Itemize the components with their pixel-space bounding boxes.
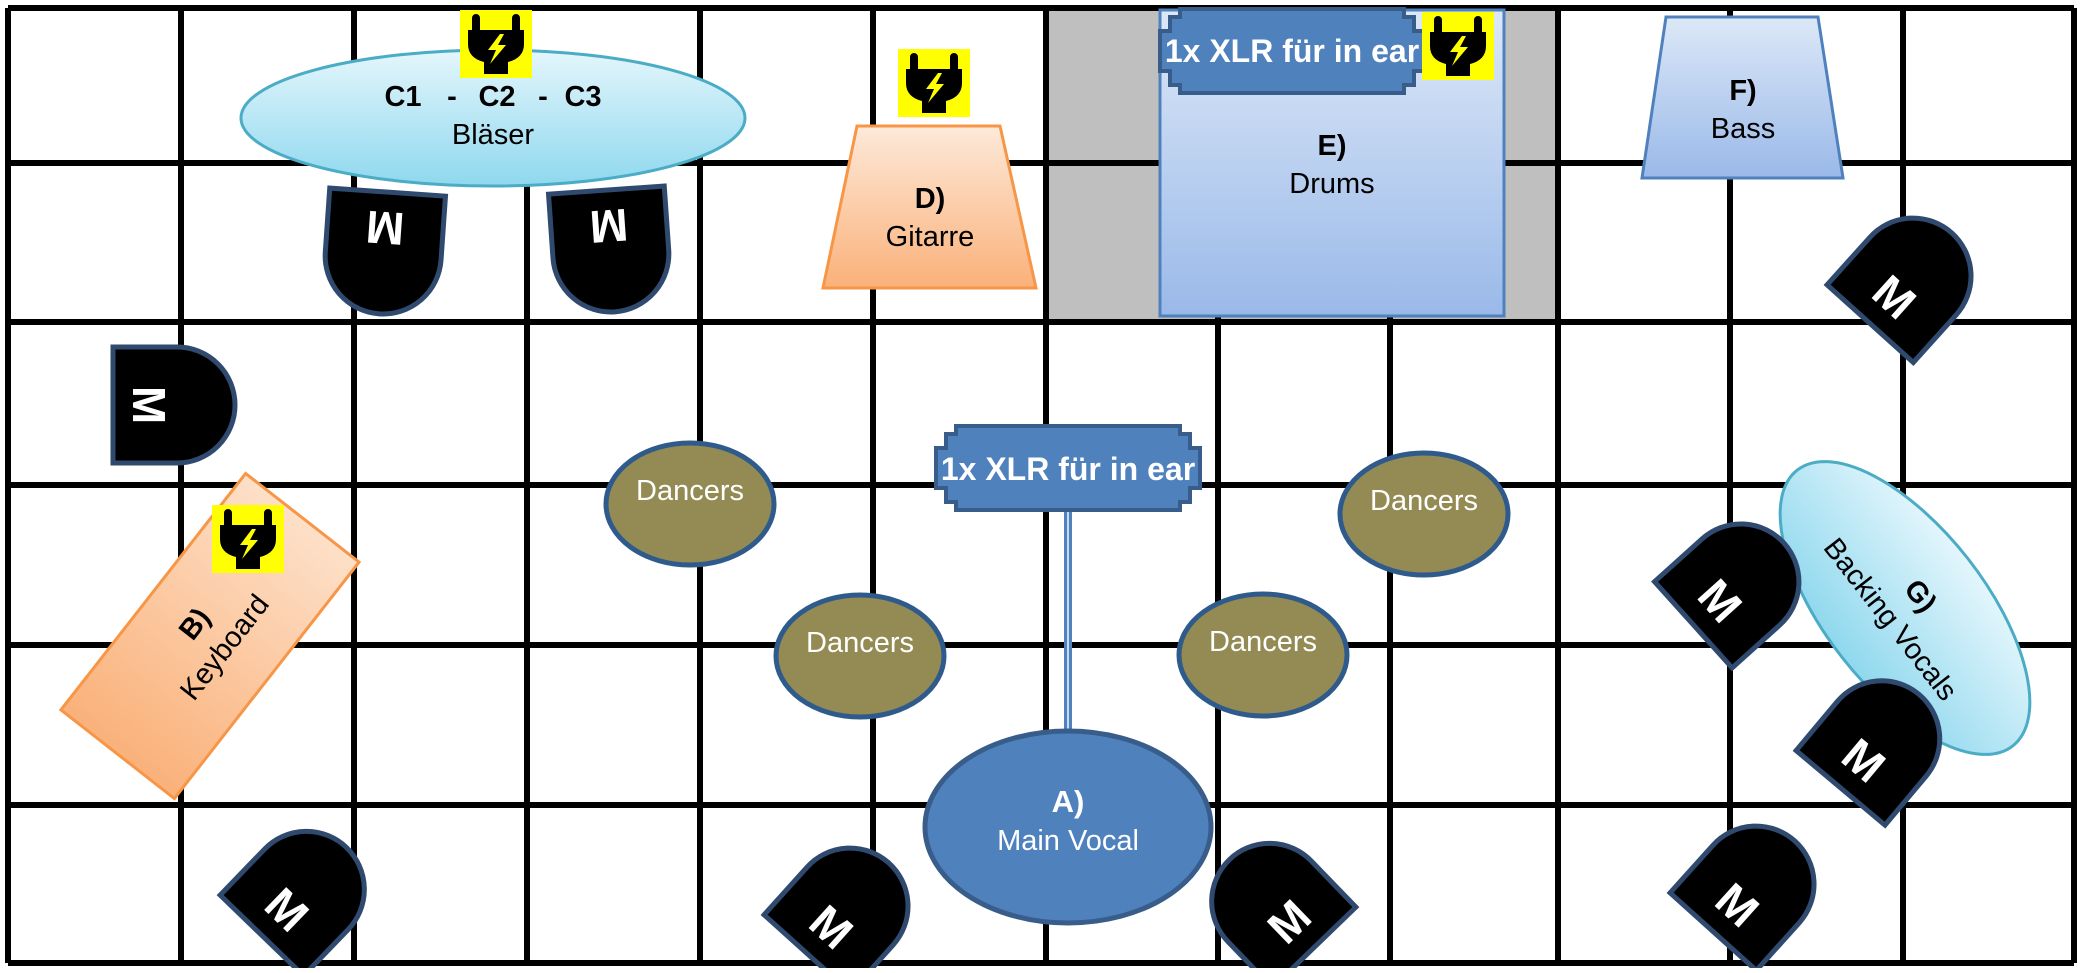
power-plug-icon — [212, 505, 284, 573]
xlr-center-label: 1x XLR für in ear — [941, 451, 1195, 487]
dancers-position[interactable]: Dancers — [1337, 450, 1511, 578]
dancers-position[interactable]: Dancers — [773, 592, 947, 720]
dancers-label: Dancers — [806, 627, 914, 659]
main-vocal[interactable]: A) Main Vocal — [922, 728, 1214, 926]
keyboard[interactable]: B) Keyboard — [58, 471, 362, 801]
brass-c2-label: C2 — [478, 81, 515, 113]
bass-name: Bass — [1711, 113, 1775, 145]
power-plug-icon — [1422, 12, 1494, 80]
bass-amp[interactable]: F) Bass — [1640, 15, 1845, 180]
main-vocal-id: A) — [1052, 784, 1085, 819]
main-vocal-name: Main Vocal — [997, 825, 1139, 857]
wedge-monitor-icon[interactable]: M — [220, 807, 388, 968]
brass-name: Bläser — [452, 119, 535, 151]
dancers-label: Dancers — [1370, 485, 1478, 517]
bass-id: F) — [1729, 75, 1756, 107]
dancers-position[interactable]: Dancers — [603, 440, 777, 568]
drums-name: Drums — [1289, 168, 1374, 200]
brass-c1-label: C1 — [384, 81, 421, 113]
wedge-monitor-icon[interactable]: M — [549, 186, 673, 316]
guitar-amp[interactable]: D) Gitarre — [821, 124, 1038, 290]
monitor-label: M — [123, 386, 175, 424]
drums-id: E) — [1318, 130, 1347, 162]
wedge-monitor-icon[interactable]: M — [321, 188, 445, 318]
wedge-monitor-icon[interactable]: M — [1827, 194, 1995, 362]
wedge-monitor-icon[interactable]: M — [1655, 500, 1823, 668]
xlr-drums-label: 1x XLR für in ear — [1165, 33, 1419, 69]
brass-section[interactable]: C1 - C2 - C3 Bläser — [239, 48, 747, 188]
xlr-in-ear-center[interactable]: 1x XLR für in ear — [934, 424, 1202, 512]
brass-c3-label: C3 — [564, 81, 601, 113]
guitar-id: D) — [915, 183, 946, 215]
xlr-in-ear-drums[interactable]: 1x XLR für in ear — [1158, 7, 1426, 95]
brass-sep-1: - — [447, 81, 457, 113]
guitar-name: Gitarre — [886, 221, 975, 253]
wedge-monitor-icon[interactable]: M — [113, 347, 235, 463]
dancers-position[interactable]: Dancers — [1176, 591, 1350, 719]
monitor-label: M — [588, 199, 630, 254]
dancers-label: Dancers — [636, 475, 744, 507]
wedge-monitor-icon[interactable]: M — [764, 824, 932, 968]
monitor-label: M — [364, 201, 406, 256]
brass-sep-2: - — [538, 81, 548, 113]
wedge-monitor-icon[interactable]: M — [1796, 657, 1963, 825]
power-plug-icon — [898, 49, 970, 117]
dancers-label: Dancers — [1209, 626, 1317, 658]
wedge-monitor-icon[interactable]: M — [1670, 802, 1838, 968]
wedge-monitor-icon[interactable]: M — [1188, 819, 1356, 968]
power-plug-icon — [460, 10, 532, 78]
